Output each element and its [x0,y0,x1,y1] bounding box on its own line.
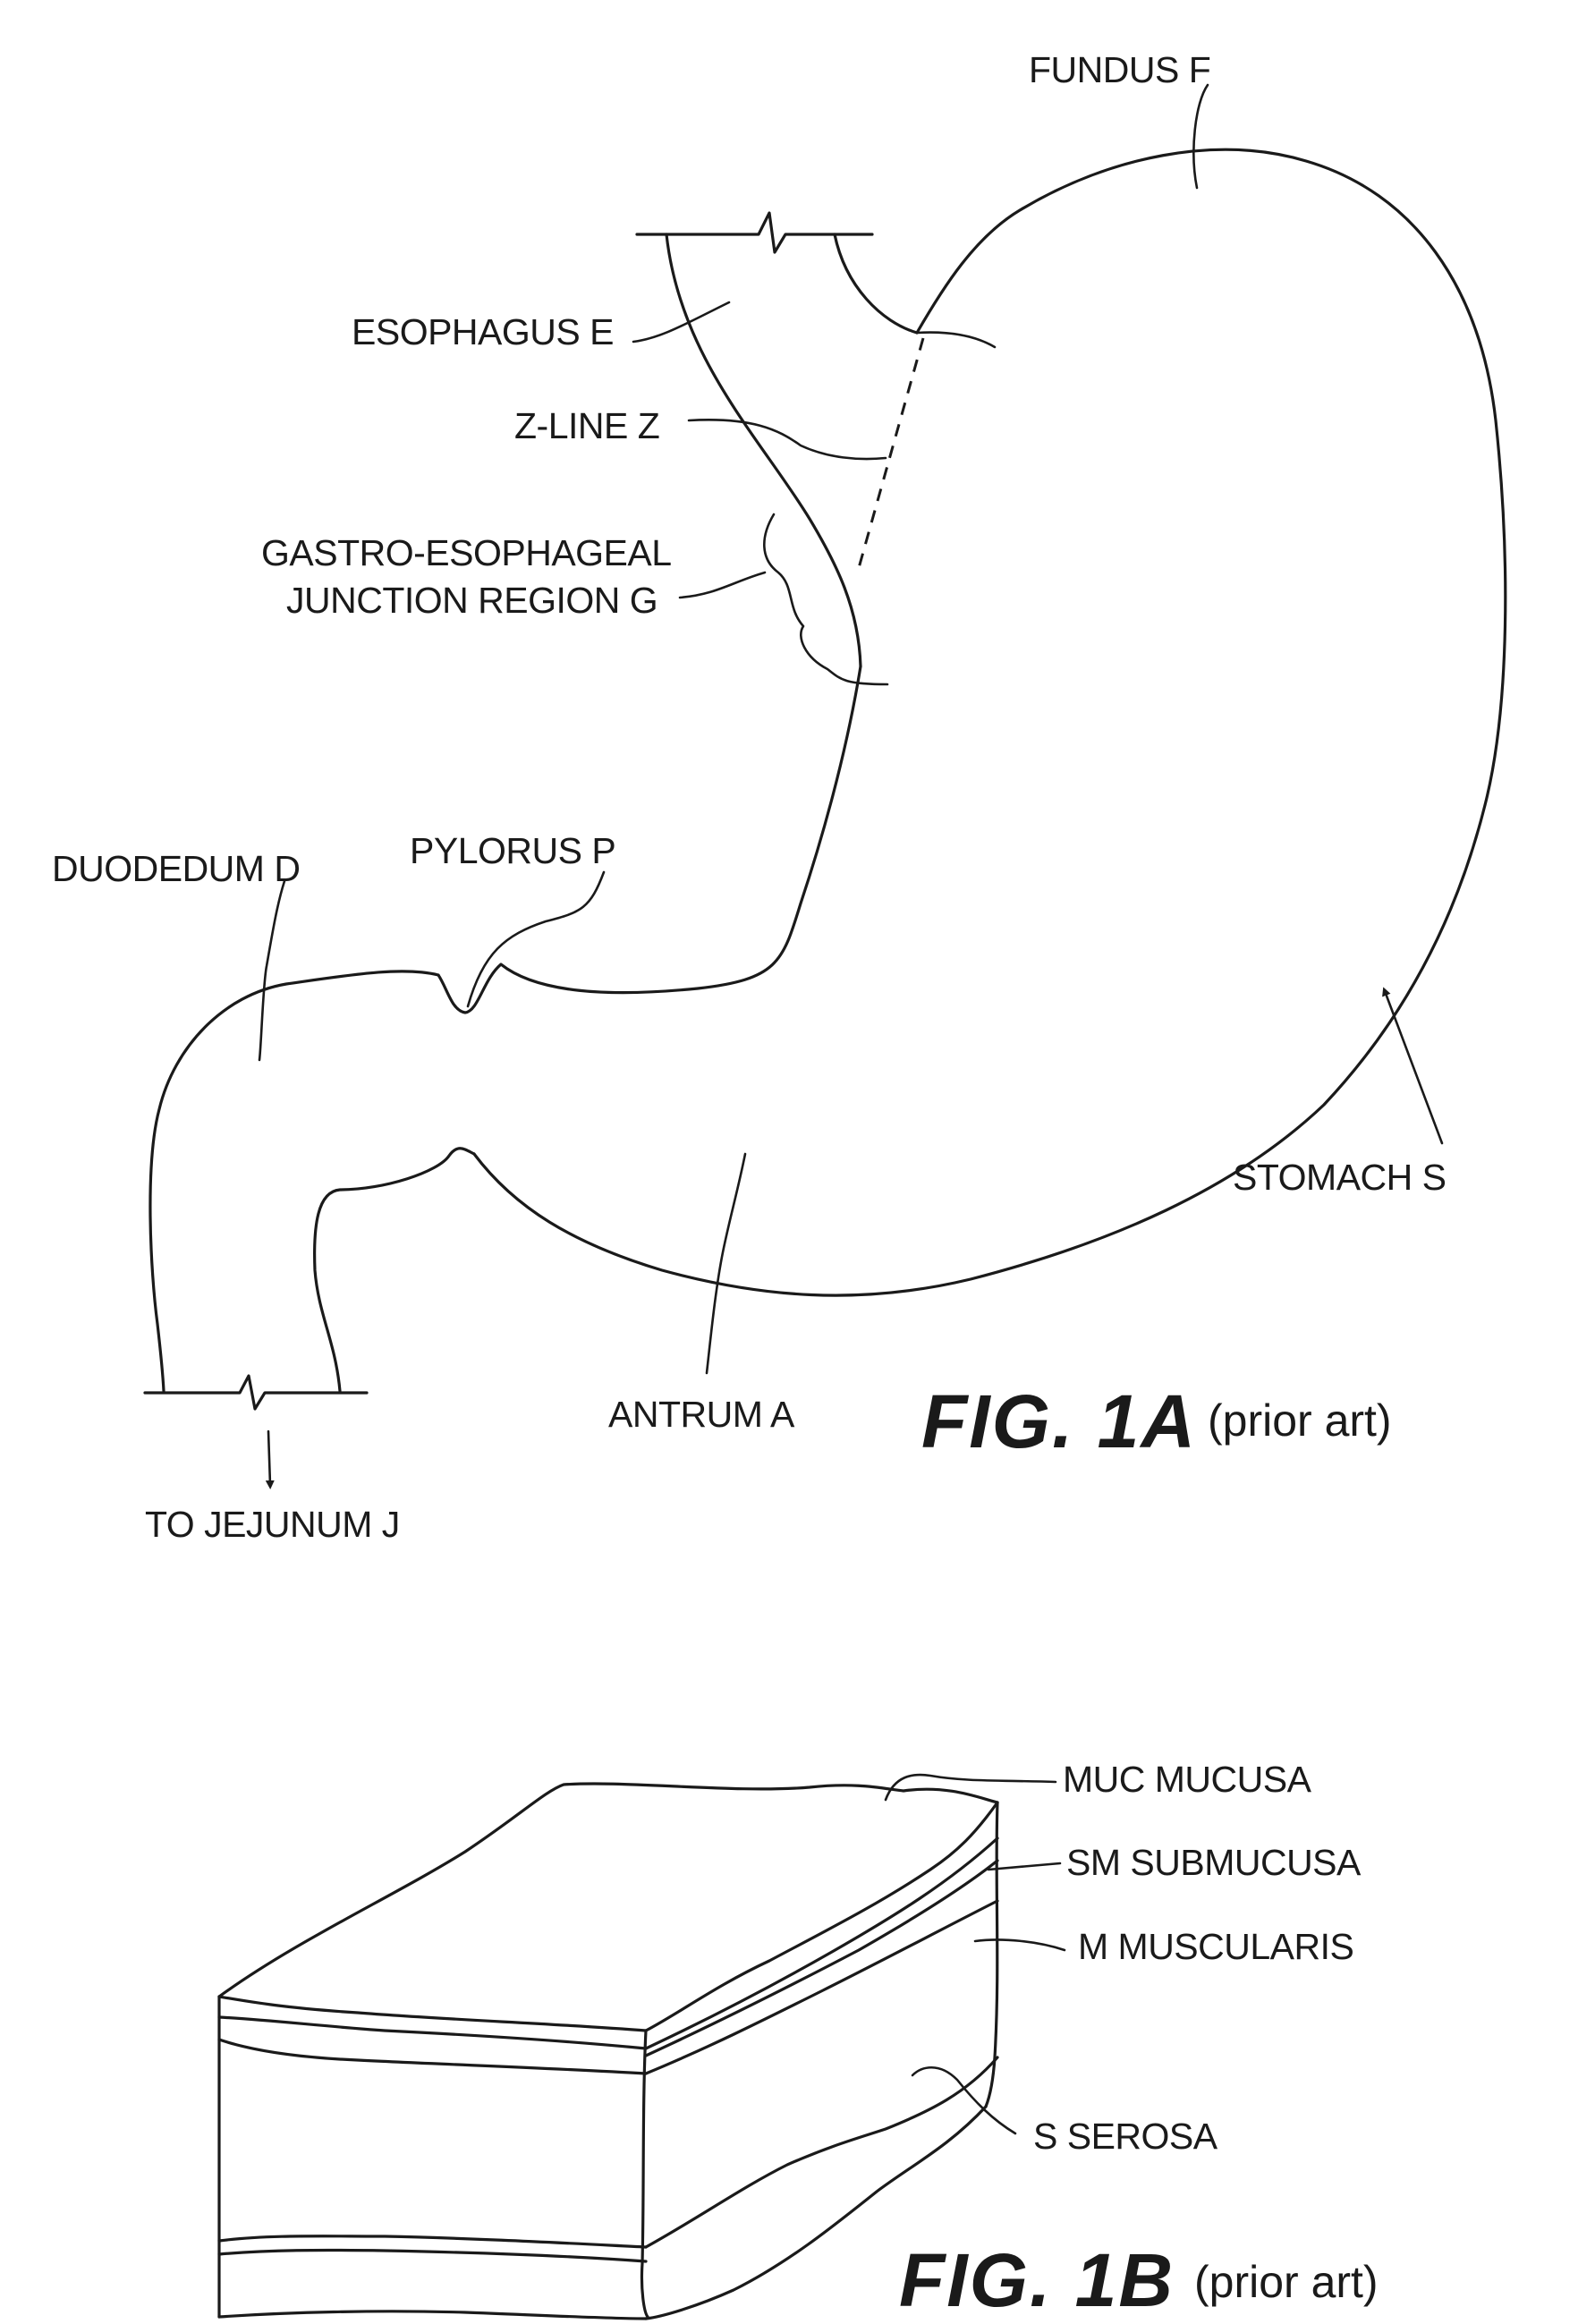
label-ge-junction-line2: JUNCTION REGION G [286,580,658,621]
ge-junction-brace [764,514,887,684]
label-jejunum: TO JEJUNUM J [145,1504,400,1545]
label-mucusa: MUC MUCUSA [1063,1759,1312,1800]
label-z-line: Z-LINE Z [514,405,659,446]
submucosa-boundary-right [646,1901,997,2074]
muscularis-boundary-right [646,2057,997,2247]
submucosa-boundary-front [219,2040,646,2074]
z-line-leader [689,420,886,459]
stomach-greater-curvature [474,149,1506,1295]
pylorus-leader [468,872,604,1006]
label-muscularis: M MUSCULARIS [1078,1926,1353,1967]
esophagus-gap-line [917,333,995,347]
esophagus-leader [633,302,729,342]
label-submucusa: SM SUBMUCUSA [1066,1842,1362,1883]
jejunum-cut-line [145,1376,367,1409]
esophagus-left-wall [666,234,861,666]
caption-fig-1a-note: (prior art) [1208,1395,1392,1446]
duodedum-leader [259,881,284,1060]
block-right-top-edge [646,1802,997,2031]
caption-fig-1b: FIG. 1B [899,2238,1175,2322]
label-serosa: S SEROSA [1033,2116,1218,2157]
pylorus-lower-wall [315,1149,474,1391]
label-fundus: FUNDUS F [1029,49,1210,90]
label-esophagus: ESOPHAGUS E [352,311,614,352]
stomach-arrow [1385,991,1442,1143]
block-bottom-front [219,2311,646,2319]
label-antrum: ANTRUM A [608,1394,795,1435]
label-duodedum: DUODEDUM D [52,848,300,889]
submucusa-leader [988,1863,1060,1870]
mucosa-boundary-front [219,2017,646,2048]
label-ge-junction-line1: GASTRO-ESOPHAGEAL [261,532,672,573]
fundus-leader [1193,85,1208,188]
caption-fig-1a: FIG. 1A [921,1379,1197,1463]
serosa-boundary-front [219,2250,646,2261]
serosa-leader [912,2067,1015,2133]
esophagus-right-wall [835,234,917,333]
block-front-top-edge [219,1997,646,2031]
antrum-leader [707,1154,745,1373]
z-line-dashed [857,338,923,574]
mucosa-boundary-right [646,1838,997,2048]
label-stomach: STOMACH S [1233,1157,1447,1198]
caption-fig-1b-note: (prior art) [1194,2257,1379,2307]
figure-1b: MUC MUCUSA SM SUBMUCUSA M MUSCULARIS S S… [219,1759,1379,2322]
figure-1a: FUNDUS F ESOPHAGUS E Z-LINE Z GASTRO-ESO… [52,49,1506,1545]
jejunum-arrow [268,1431,270,1485]
block-top-surface [219,1784,997,1997]
ge-junction-leader [680,573,765,598]
label-pylorus: PYLORUS P [410,830,615,871]
muscularis-leader [975,1939,1065,1950]
muscularis-boundary-front [219,2236,646,2247]
